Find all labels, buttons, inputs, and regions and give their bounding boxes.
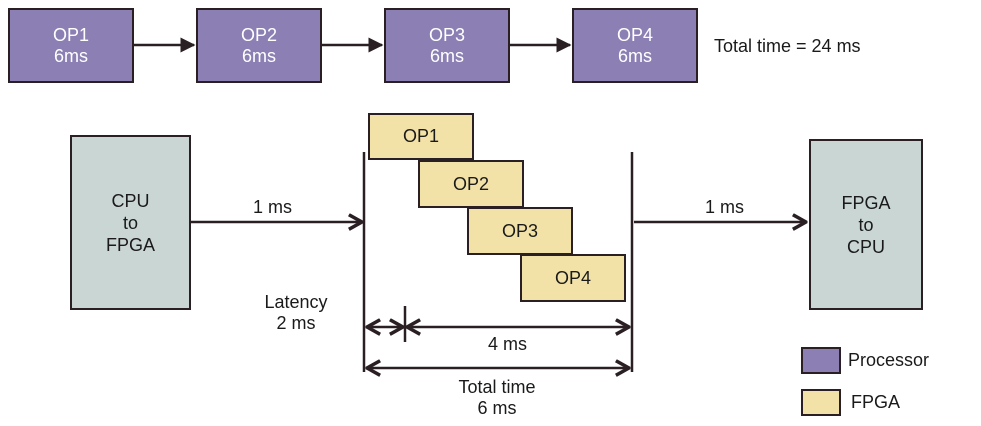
fpga-op4-box: OP4: [520, 254, 626, 302]
span-4ms-label: 4 ms: [488, 334, 528, 354]
transfer-out-label: 1 ms: [705, 197, 745, 217]
seq-op2-box: OP2 6ms: [196, 8, 322, 83]
cpu-box-line2: to: [122, 212, 138, 233]
total-time-label: Total time 6 ms: [447, 377, 547, 419]
total-time-line2: 6 ms: [477, 398, 517, 418]
latency-line2: 2 ms: [276, 313, 316, 333]
seq-op3-name: OP3: [428, 24, 466, 45]
fpga-box-line2: to: [858, 214, 874, 235]
latency-label: Latency 2 ms: [258, 292, 334, 334]
total-time-line1: Total time: [458, 377, 536, 397]
fpga-op1-label: OP1: [402, 126, 440, 146]
fpga-box-line1: FPGA: [841, 192, 891, 213]
fpga-op3-box: OP3: [467, 207, 573, 255]
fpga-op4-label: OP4: [554, 267, 592, 288]
cpu-to-fpga-box: CPU to FPGA: [70, 135, 191, 310]
seq-op1-box: OP1 6ms: [8, 8, 134, 83]
seq-op4-time: 6ms: [617, 45, 652, 66]
seq-op3-box: OP3 6ms: [384, 8, 510, 83]
fpga-box-line3: CPU: [846, 236, 885, 257]
fpga-op2-label: OP2: [452, 173, 490, 194]
latency-line1: Latency: [264, 292, 328, 312]
seq-op3-time: 6ms: [429, 45, 464, 66]
legend-fpga-label: FPGA: [851, 392, 901, 412]
fpga-op2-box: OP2: [418, 160, 524, 208]
legend-fpga-swatch: [801, 389, 841, 416]
transfer-in-label: 1 ms: [253, 197, 293, 217]
fpga-to-cpu-box: FPGA to CPU: [809, 139, 923, 310]
seq-op2-time: 6ms: [241, 45, 276, 66]
legend-processor-label: Processor: [848, 350, 930, 370]
cpu-box-line1: CPU: [111, 190, 150, 211]
seq-op2-name: OP2: [240, 24, 278, 45]
cpu-box-line3: FPGA: [105, 234, 155, 255]
fpga-op1-box: OP1: [368, 113, 474, 160]
seq-op1-name: OP1: [52, 24, 90, 45]
seq-op4-box: OP4 6ms: [572, 8, 698, 83]
legend-processor-swatch: [801, 347, 841, 374]
seq-op1-time: 6ms: [53, 45, 88, 66]
fpga-op3-label: OP3: [501, 220, 539, 241]
sequential-total-label: Total time = 24 ms: [714, 36, 861, 56]
seq-op4-name: OP4: [616, 24, 654, 45]
